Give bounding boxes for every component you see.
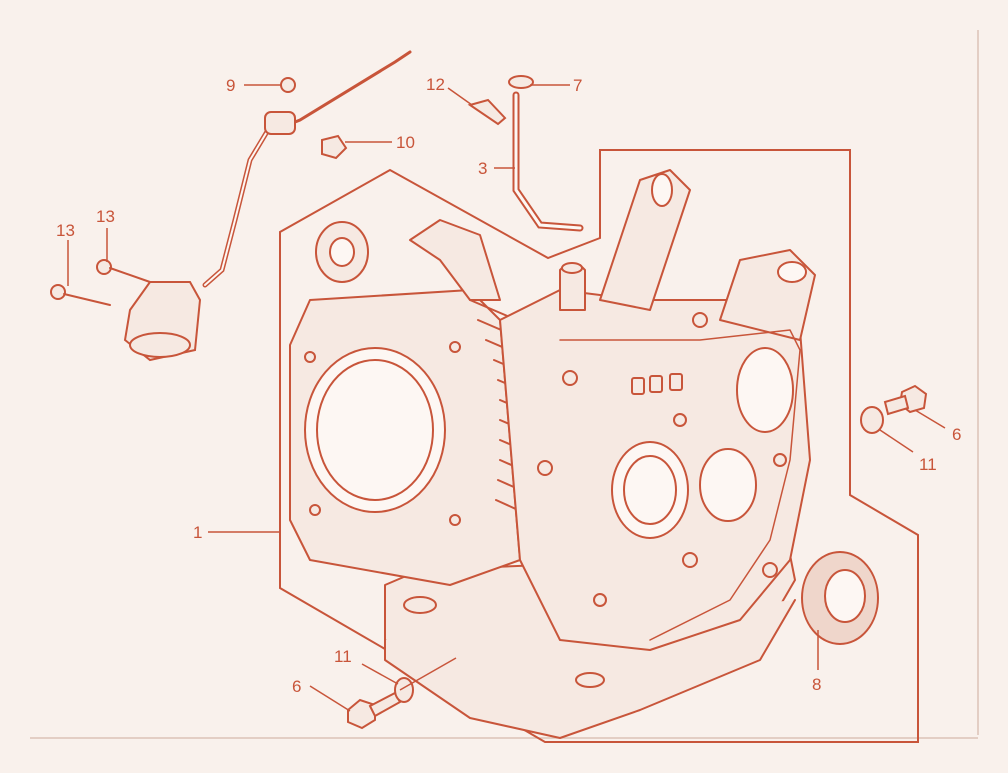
part-7-washer bbox=[508, 75, 534, 89]
leader-lines bbox=[67, 84, 946, 712]
callout-3: 3 bbox=[478, 159, 487, 178]
callout-11-lower: 11 bbox=[334, 647, 352, 666]
crankcase-drawing bbox=[289, 169, 816, 739]
part-12-clip bbox=[467, 98, 507, 126]
callout-12: 12 bbox=[426, 75, 445, 94]
sensor-wire-assembly bbox=[50, 50, 412, 362]
assembly-boundary bbox=[279, 149, 919, 743]
callout-7: 7 bbox=[573, 76, 582, 95]
part-3-rod bbox=[512, 91, 584, 232]
part-6-bolt-right bbox=[883, 384, 928, 416]
callout-10: 10 bbox=[396, 133, 415, 152]
callout-6-right: 6 bbox=[952, 425, 961, 444]
callout-6-lower: 6 bbox=[292, 677, 301, 696]
bearing-upper bbox=[315, 221, 369, 283]
part-11-washer-lower bbox=[394, 677, 414, 703]
part-11-washer-right bbox=[860, 406, 884, 434]
callout-13-right: 13 bbox=[96, 207, 115, 226]
callout-9: 9 bbox=[226, 76, 235, 95]
callout-8: 8 bbox=[812, 675, 821, 694]
callout-11-right: 11 bbox=[919, 455, 937, 474]
part-8-oil-seal bbox=[801, 551, 879, 645]
callout-1: 1 bbox=[193, 523, 202, 542]
part-6-bolt-lower bbox=[347, 691, 402, 730]
callout-13-left: 13 bbox=[56, 221, 75, 240]
